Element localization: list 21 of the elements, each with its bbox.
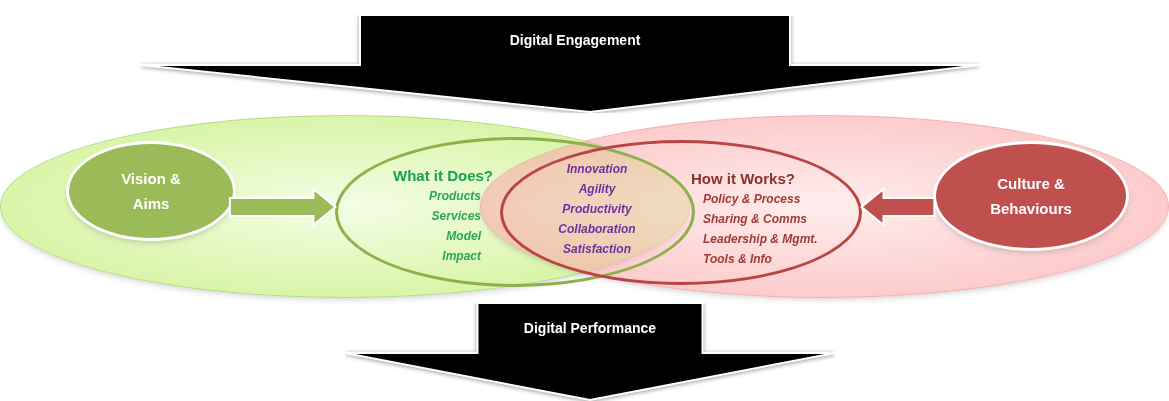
block-arrow bbox=[228, 186, 337, 228]
ellipse-heading: What it Does? bbox=[393, 166, 493, 186]
overlap-item: Productivity bbox=[562, 201, 632, 218]
list-item: Services bbox=[431, 208, 481, 225]
ellipse-heading: How it Works? bbox=[691, 169, 795, 189]
list-item: Model bbox=[446, 228, 481, 245]
overlap-item: Satisfaction bbox=[563, 241, 631, 258]
overlap-item: Agility bbox=[578, 181, 616, 198]
arrow-label: Digital Performance bbox=[523, 318, 657, 338]
list-item: Policy & Process bbox=[703, 191, 801, 208]
list-item: Tools & Info bbox=[703, 251, 772, 268]
list-item: Impact bbox=[442, 248, 481, 265]
list-item: Sharing & Comms bbox=[703, 211, 807, 228]
ellipse-label: Culture & Behaviours bbox=[989, 174, 1073, 219]
list-item: Leadership & Mgmt. bbox=[703, 231, 818, 248]
list-item: Products bbox=[429, 188, 481, 205]
overlap-item: Innovation bbox=[566, 161, 628, 178]
block-arrow bbox=[859, 186, 936, 228]
overlap-item: Collaboration bbox=[558, 221, 636, 238]
ellipse-label: Vision & Aims bbox=[120, 169, 182, 214]
arrow-label: Digital Engagement bbox=[509, 30, 641, 50]
